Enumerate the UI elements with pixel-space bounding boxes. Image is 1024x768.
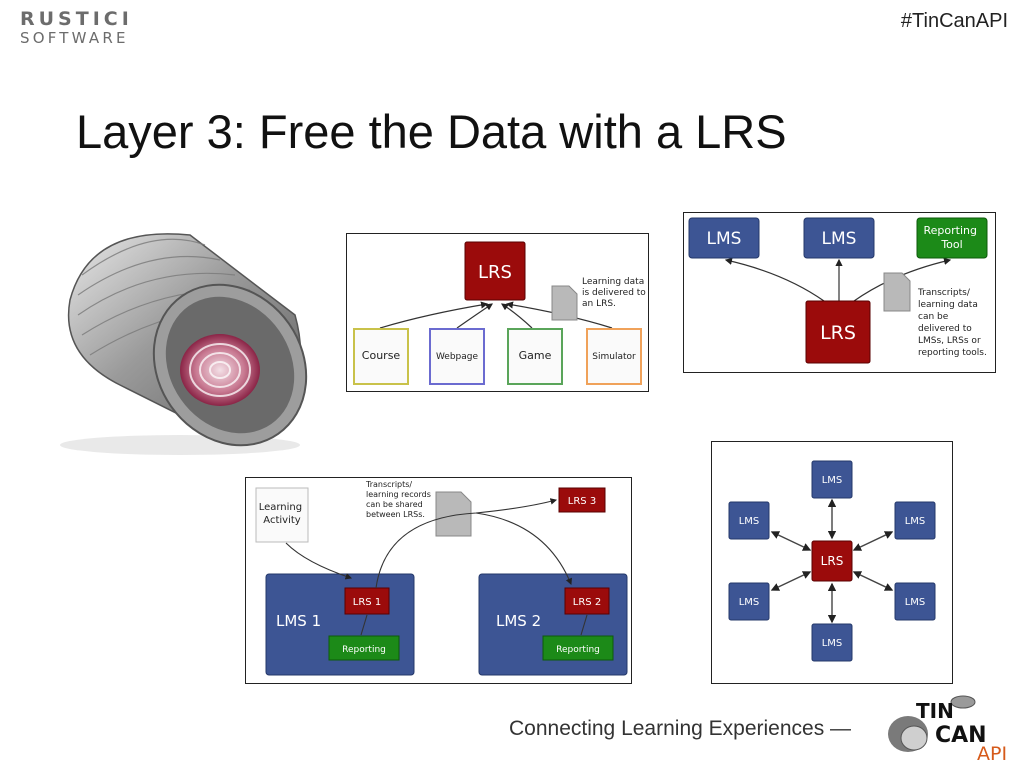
note-line-4: between LRSs.: [366, 510, 425, 519]
document-icon: [551, 285, 578, 321]
output-lms-1: [688, 217, 760, 259]
logo-can-text: CAN: [935, 723, 987, 748]
activity-line-1: Learning: [259, 502, 302, 513]
lrs3-label: LRS 3: [568, 496, 596, 507]
source-simulator: [586, 328, 642, 385]
note-line-6: reporting tools.: [918, 348, 987, 358]
hub-lms-upper-right: [894, 501, 936, 540]
source-webpage: [429, 328, 485, 385]
note-line-3: an LRS.: [582, 299, 616, 309]
logo-line-2: SOFTWARE: [20, 29, 129, 47]
output-lms-1-label: LMS: [707, 229, 742, 249]
output-reporting-tool: [916, 217, 988, 259]
hashtag: #TinCanAPI: [900, 10, 1008, 32]
lrs3-box: [558, 487, 606, 513]
reporting-tool-line-1: Reporting: [924, 224, 977, 237]
logo-api-text: API: [977, 743, 1007, 764]
lms2-label: LMS 2: [496, 612, 541, 630]
reporting2-box: [542, 635, 614, 661]
hub-lms-upper-left: [728, 501, 770, 540]
note-line-1: Learning data: [582, 277, 644, 287]
hub-lms-bottom: [811, 623, 853, 662]
output-lms-2-label: LMS: [822, 229, 857, 249]
lrs2-box: [564, 587, 610, 615]
source-webpage-label: Webpage: [436, 352, 479, 362]
output-lms-2: [803, 217, 875, 259]
note-line-2: learning data: [918, 300, 978, 310]
diagram-sharing-panel: Learning Activity Transcripts/ learning …: [245, 477, 632, 684]
hub-lrs-label: LRS: [821, 554, 844, 568]
reporting1-label: Reporting: [342, 645, 386, 655]
hub-lrs: [811, 540, 853, 582]
hub-lms-bottom-label: LMS: [822, 638, 843, 649]
lrs2-label: LRS 2: [573, 597, 601, 608]
svg-text:Learning Activity: Learning Activity: [259, 502, 306, 526]
source-simulator-label: Simulator: [592, 352, 636, 362]
note-line-2: is delivered to: [582, 288, 646, 298]
source-course-label: Course: [362, 349, 401, 362]
tin-can-illustration: [60, 233, 308, 455]
lrs-label: LRS: [478, 262, 512, 283]
hub-lms-lower-right: [894, 582, 936, 621]
note-line-4: delivered to: [918, 324, 972, 334]
reporting2-label: Reporting: [556, 645, 600, 655]
note-line-3: can be shared: [366, 500, 423, 509]
logo-tin-text: TIN: [916, 699, 954, 723]
lrs1-label: LRS 1: [353, 597, 381, 608]
source-game-label: Game: [519, 349, 552, 362]
reporting-tool-line-2: Tool: [940, 238, 962, 251]
learning-activity-box: [255, 487, 309, 543]
lrs-label: LRS: [820, 322, 856, 344]
hub-lms-upper-right-label: LMS: [905, 516, 926, 527]
note-line-2: learning records: [366, 490, 431, 499]
svg-text:Transcripts/ learning re: Transcripts/ learning records can be sha…: [365, 480, 433, 519]
footer-tagline: Connecting Learning Experiences —: [509, 717, 852, 740]
tin-can-icon: [888, 695, 976, 752]
hub-lms-lower-left: [728, 582, 770, 621]
lms1-label: LMS 1: [276, 612, 321, 630]
lrs1-box: [344, 587, 390, 615]
lrs-box: [464, 241, 526, 301]
source-game: [507, 328, 563, 385]
document-icon: [435, 491, 472, 537]
rustici-logo: RUSTICI SOFTWARE: [20, 8, 155, 48]
note-line-1: Transcripts/: [365, 480, 412, 489]
diagram-hub-panel: LMS LMS LMS LMS LMS LMS LRS: [711, 441, 953, 684]
hub-lms-upper-left-label: LMS: [739, 516, 760, 527]
svg-text:Reporting Tool: Reporting Tool: [924, 224, 981, 251]
activity-line-2: Activity: [263, 515, 300, 526]
tincan-api-logo: TIN CAN API: [880, 690, 1012, 764]
lrs-box: [805, 300, 871, 364]
svg-text:Transcripts/ learning da: Transcripts/ learning data can be delive…: [917, 288, 987, 358]
note-line-3: can be: [918, 312, 949, 322]
hub-lms-lower-right-label: LMS: [905, 597, 926, 608]
hub-lms-top: [811, 460, 853, 499]
note-line-5: LMSs, LRSs or: [918, 336, 981, 346]
diagram-sources-panel: LRS Learning data is delivered to an LRS…: [346, 233, 649, 392]
reporting1-box: [328, 635, 400, 661]
hub-lms-lower-left-label: LMS: [739, 597, 760, 608]
slide-title: Layer 3: Free the Data with a LRS: [76, 105, 787, 158]
hub-lms-top-label: LMS: [822, 475, 843, 486]
logo-line-1: RUSTICI: [20, 8, 133, 30]
document-icon: [883, 272, 911, 312]
note-line-1: Transcripts/: [917, 288, 971, 298]
diagram-outputs-panel: LMS LMS Reporting Tool LRS Transcripts/ …: [683, 212, 996, 373]
svg-text:Learning data is deliver: Learning data is delivered to an LRS.: [582, 277, 648, 309]
source-course: [353, 328, 409, 385]
